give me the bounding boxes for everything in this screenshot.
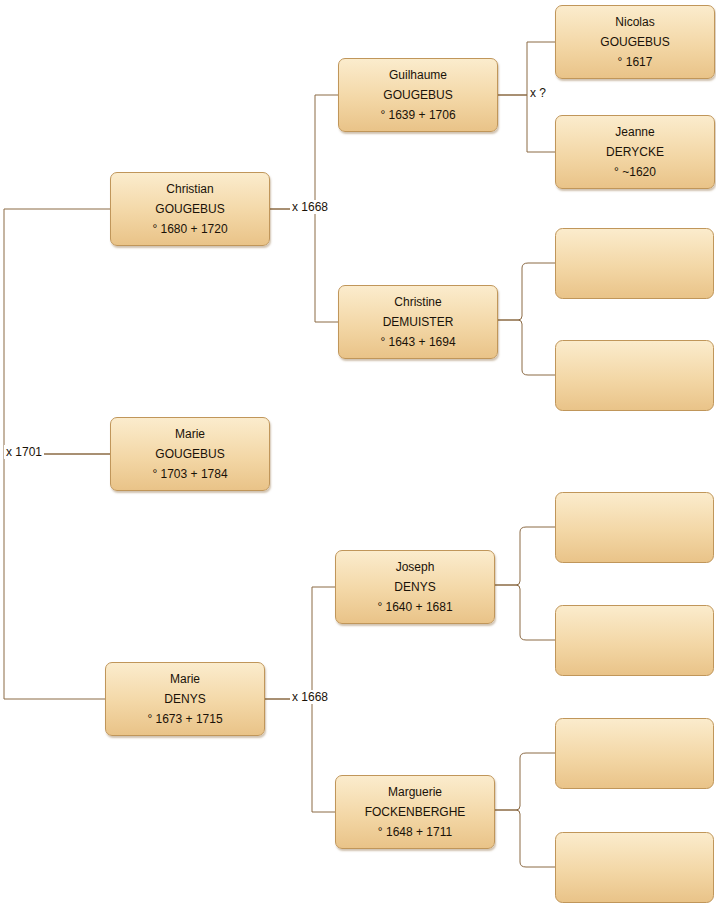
surname: GOUGEBUS (155, 444, 224, 464)
empty-scroll (556, 229, 714, 299)
person-scroll: MarieDENYS° 1673 + 1715 (105, 662, 265, 736)
family-line (265, 699, 335, 812)
empty-scroll (556, 493, 714, 563)
empty-scroll (556, 833, 714, 903)
person-scroll: ChristineDEMUISTER° 1643 + 1694 (338, 285, 498, 359)
family-line (4, 209, 110, 454)
person-scroll: NicolasGOUGEBUS° 1617 (555, 5, 715, 79)
family-line (498, 95, 555, 152)
given-name: Marguerie (388, 782, 442, 802)
branch-line (495, 753, 555, 810)
surname: DEMUISTER (383, 312, 454, 332)
branch-line (495, 810, 555, 867)
marriage-label: x 1668 (290, 200, 330, 214)
marriage-label: x ? (528, 86, 548, 100)
given-name: Christian (166, 179, 213, 199)
branch-line (498, 263, 555, 320)
given-name: Nicolas (615, 12, 654, 32)
given-name: Joseph (396, 557, 435, 577)
life-dates: ° 1643 + 1694 (380, 332, 455, 352)
surname: GOUGEBUS (600, 32, 669, 52)
given-name: Guilhaume (389, 65, 447, 85)
branch-line (498, 320, 555, 375)
given-name: Christine (394, 292, 441, 312)
given-name: Jeanne (615, 122, 654, 142)
life-dates: ° 1673 + 1715 (147, 709, 222, 729)
family-line (270, 95, 338, 209)
marriage-label: x 1668 (290, 690, 330, 704)
person-scroll: MarguerieFOCKENBERGHE° 1648 + 1711 (335, 775, 495, 849)
life-dates: ° 1703 + 1784 (152, 464, 227, 484)
life-dates: ° 1648 + 1711 (378, 822, 452, 842)
empty-scroll (556, 341, 714, 411)
surname: DENYS (394, 577, 435, 597)
surname: DENYS (164, 689, 205, 709)
life-dates: ° 1640 + 1681 (377, 597, 452, 617)
family-line (270, 209, 338, 322)
surname: FOCKENBERGHE (365, 802, 466, 822)
family-line (265, 587, 335, 699)
surname: GOUGEBUS (155, 199, 224, 219)
given-name: Marie (170, 669, 200, 689)
person-scroll: JeanneDERYCKE° ~1620 (555, 115, 715, 189)
edge-layer (4, 42, 555, 812)
life-dates: ° 1680 + 1720 (152, 219, 227, 239)
life-dates: ° ~1620 (614, 162, 656, 182)
empty-scroll (556, 719, 714, 789)
person-scroll: MarieGOUGEBUS° 1703 + 1784 (110, 417, 270, 491)
surname: DERYCKE (606, 142, 664, 162)
person-scroll: ChristianGOUGEBUS° 1680 + 1720 (110, 172, 270, 246)
branch-line (495, 585, 555, 640)
marriage-label: x 1701 (4, 445, 44, 459)
empty-branches (495, 263, 555, 867)
surname: GOUGEBUS (383, 85, 452, 105)
family-line (4, 454, 110, 699)
given-name: Marie (175, 424, 205, 444)
life-dates: ° 1639 + 1706 (380, 105, 455, 125)
empty-scrolls (556, 229, 714, 903)
person-scroll: GuilhaumeGOUGEBUS° 1639 + 1706 (338, 58, 498, 132)
person-scroll: JosephDENYS° 1640 + 1681 (335, 550, 495, 624)
branch-line (495, 527, 555, 585)
life-dates: ° 1617 (618, 52, 653, 72)
empty-scroll (556, 606, 714, 676)
